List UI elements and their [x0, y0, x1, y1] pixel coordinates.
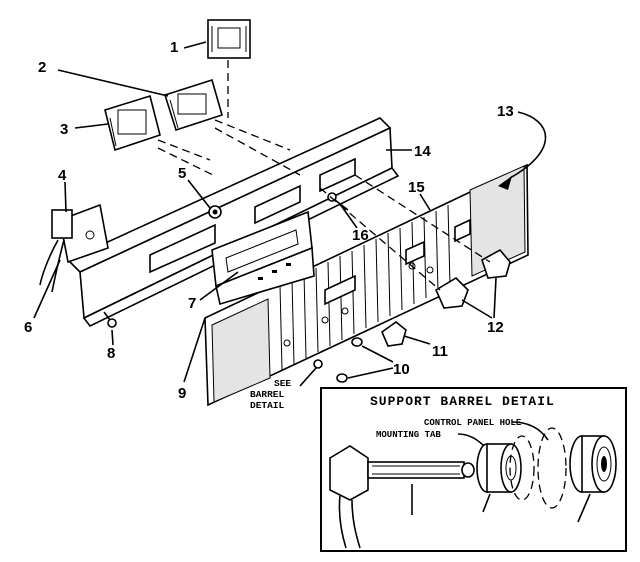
knob-12b — [481, 248, 511, 279]
leader-lines — [33, 41, 547, 387]
see-note-line-3: DETAIL — [250, 400, 285, 411]
control-panel-hole — [537, 427, 567, 509]
screw-8 — [103, 311, 117, 328]
callout-16: 16 — [352, 227, 369, 244]
nuts-10 — [313, 337, 363, 383]
callout-3: 3 — [60, 121, 68, 138]
side-bracket — [39, 203, 109, 293]
callout-8: 8 — [107, 345, 115, 362]
switch-2 — [163, 78, 301, 176]
arrowhead-13 — [498, 176, 512, 190]
support-barrel-detail: SUPPORT BARREL DETAIL CONTROL PANEL HOLE… — [320, 387, 627, 552]
callout-7: 7 — [188, 295, 196, 312]
callout-10: 10 — [393, 361, 410, 378]
callout-4: 4 — [58, 167, 67, 184]
callout-11: 11 — [432, 343, 448, 360]
callout-1: 1 — [170, 39, 178, 56]
barrel-connector-17 — [329, 445, 475, 549]
see-barrel-detail-note: SEE BARREL DETAIL — [250, 378, 291, 411]
see-note-line-1: SEE — [274, 378, 291, 389]
leader-dash-b — [354, 174, 491, 263]
detail-title: SUPPORT BARREL DETAIL — [370, 394, 555, 409]
support-barrel-18 — [476, 435, 535, 513]
mounting-tab-label: MOUNTING TAB — [376, 430, 441, 440]
switch-3 — [104, 94, 216, 177]
knob-11 — [381, 320, 407, 347]
control-panel-hole-label: CONTROL PANEL HOLE — [424, 418, 522, 428]
callout-14: 14 — [414, 143, 431, 160]
leader-mounting-tab — [457, 433, 485, 447]
knob-barrel-19 — [569, 435, 617, 523]
display-board — [211, 210, 315, 306]
knob-12a — [434, 276, 469, 309]
callout-5: 5 — [178, 165, 186, 182]
callout-9: 9 — [178, 385, 186, 402]
control-panel-front — [204, 163, 529, 407]
callout-13: 13 — [497, 103, 514, 120]
callout-15: 15 — [408, 179, 425, 196]
callout-6: 6 — [24, 319, 32, 336]
see-note-line-2: BARREL — [250, 389, 285, 400]
callout-12: 12 — [487, 319, 504, 336]
screw-5 — [208, 205, 222, 219]
leader-panel-hole — [511, 421, 549, 441]
switch-1 — [207, 19, 251, 118]
callout-2: 2 — [38, 59, 46, 76]
